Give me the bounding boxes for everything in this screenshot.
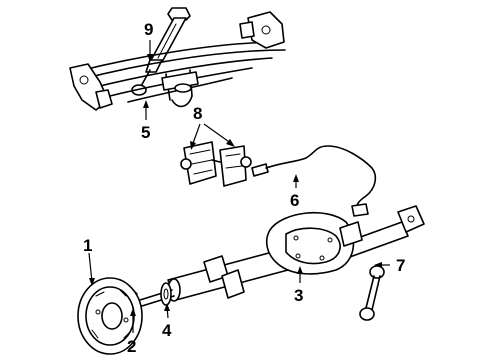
- stabilizer-link[interactable]: [359, 265, 385, 321]
- callout-7: 7: [396, 256, 405, 275]
- leader-lines: [88, 40, 390, 333]
- callout-6: 6: [290, 191, 299, 210]
- backing-plate[interactable]: [77, 277, 143, 355]
- callout-3: 3: [294, 286, 303, 305]
- callout-labels: 1 2 3 4 5 6 7 8 9: [83, 20, 405, 356]
- axle-bearing[interactable]: [160, 282, 172, 306]
- axle-housing[interactable]: [167, 205, 425, 302]
- callout-5: 5: [141, 123, 150, 142]
- callout-2: 2: [127, 337, 136, 356]
- callout-1: 1: [83, 236, 92, 255]
- caliper-assembly[interactable]: [180, 141, 252, 187]
- callout-8: 8: [193, 104, 202, 123]
- leaf-spring[interactable]: [69, 11, 286, 111]
- callout-4: 4: [162, 321, 172, 340]
- callout-9: 9: [144, 20, 153, 39]
- shock-absorber[interactable]: [131, 7, 191, 96]
- brake-line[interactable]: [251, 145, 377, 217]
